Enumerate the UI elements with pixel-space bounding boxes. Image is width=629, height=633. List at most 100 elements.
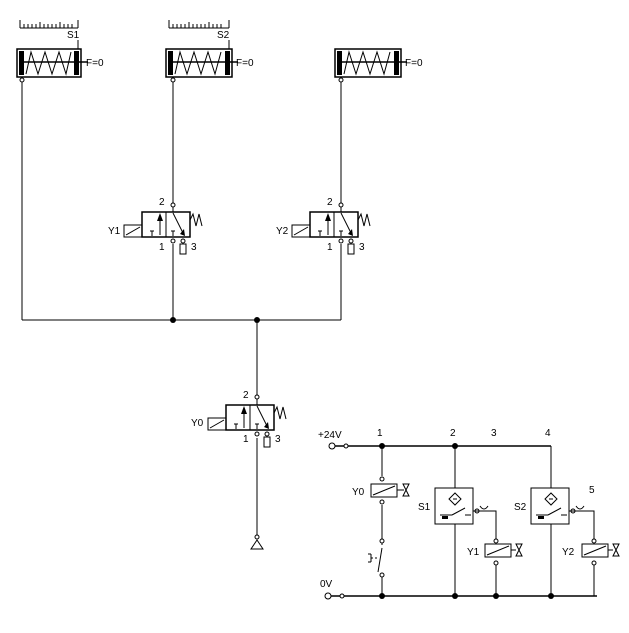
piston-left bbox=[337, 51, 342, 75]
proximity-sensor-icon bbox=[544, 492, 558, 506]
pneumatic-lines bbox=[21, 81, 342, 537]
valve-y0[interactable]: Y0 2 1 3 bbox=[191, 390, 287, 448]
port-connector[interactable] bbox=[343, 443, 349, 449]
port-connector[interactable] bbox=[338, 238, 344, 244]
port-connector[interactable] bbox=[254, 534, 260, 540]
cylinder-s2-label: S2 bbox=[217, 30, 230, 41]
cylinder-s1-label: S1 bbox=[67, 30, 80, 41]
spring-icon bbox=[174, 50, 222, 76]
coil-y2-label: Y2 bbox=[562, 547, 575, 558]
junction-dot bbox=[379, 593, 385, 599]
port-connector[interactable] bbox=[379, 538, 385, 544]
spring-icon bbox=[343, 50, 391, 76]
piston-right bbox=[74, 51, 79, 75]
junction-dot bbox=[452, 443, 458, 449]
port-connector[interactable] bbox=[338, 77, 344, 83]
port-connector[interactable] bbox=[170, 202, 176, 208]
cylinder-s1[interactable]: S1 F=0 bbox=[16, 20, 104, 78]
junction-dot bbox=[452, 593, 458, 599]
port-connector[interactable] bbox=[19, 77, 25, 83]
port-connector[interactable] bbox=[338, 202, 344, 208]
port-connector[interactable] bbox=[493, 538, 499, 544]
coil-y0-label: Y0 bbox=[352, 487, 365, 498]
port-connector[interactable] bbox=[591, 560, 597, 566]
ground-terminal[interactable] bbox=[324, 592, 332, 600]
port-connector[interactable] bbox=[379, 499, 385, 505]
air-supply-icon[interactable] bbox=[250, 539, 264, 550]
sensor-s2[interactable] bbox=[530, 487, 570, 525]
cylinder-3-force: F=0 bbox=[405, 58, 423, 69]
valve-y0-port-3: 3 bbox=[275, 434, 281, 445]
coil-y2[interactable] bbox=[581, 543, 620, 558]
valve-y2[interactable]: Y2 2 1 3 bbox=[276, 197, 371, 255]
port-connector[interactable] bbox=[254, 394, 260, 400]
valve-y1-label: Y1 bbox=[108, 226, 121, 237]
exhaust-silencer-icon bbox=[347, 243, 355, 255]
electrical-circuit: +24V 0V 1 2 3 4 5 Y0 bbox=[318, 428, 620, 600]
piston-left bbox=[19, 51, 24, 75]
port-connector[interactable] bbox=[170, 77, 176, 83]
junction-dot bbox=[170, 317, 176, 323]
cylinder-3[interactable]: F=0 bbox=[334, 48, 423, 78]
node-label-5: 5 bbox=[589, 485, 595, 496]
port-connector[interactable] bbox=[170, 238, 176, 244]
spring-icon bbox=[189, 212, 203, 227]
port-connector[interactable] bbox=[379, 572, 385, 578]
valve-y2-port-2: 2 bbox=[327, 197, 333, 208]
indicator-lamp-icon bbox=[612, 543, 620, 557]
coil-y0[interactable] bbox=[370, 483, 410, 498]
cylinder-s2[interactable]: S2 F=0 bbox=[165, 20, 254, 78]
coil-y1[interactable] bbox=[484, 543, 523, 558]
node-label-3: 3 bbox=[491, 428, 497, 439]
sensor-s2-label: S2 bbox=[514, 502, 527, 513]
spring-icon bbox=[273, 405, 287, 420]
port-connector[interactable] bbox=[264, 431, 270, 437]
indicator-lamp-icon bbox=[402, 483, 410, 497]
port-connector[interactable] bbox=[180, 238, 186, 244]
node-label-1: 1 bbox=[377, 428, 383, 439]
cylinder-barrel bbox=[165, 48, 233, 78]
coil-y1-label: Y1 bbox=[467, 547, 480, 558]
supply-terminal[interactable] bbox=[328, 442, 336, 450]
cylinder-barrel bbox=[334, 48, 402, 78]
port-connector[interactable] bbox=[591, 538, 597, 544]
piston-right bbox=[394, 51, 399, 75]
valve-y1-port-2: 2 bbox=[159, 197, 165, 208]
port-connector[interactable] bbox=[379, 476, 385, 482]
exhaust-silencer-icon bbox=[263, 436, 271, 448]
proximity-sensor-icon bbox=[448, 492, 462, 506]
valve-y0-port-2: 2 bbox=[243, 390, 249, 401]
spring-icon bbox=[357, 212, 371, 227]
indicator-lamp-icon bbox=[515, 543, 523, 557]
junction-dot bbox=[254, 317, 260, 323]
valve-y1-port-1: 1 bbox=[159, 242, 165, 253]
junction-dot bbox=[379, 443, 385, 449]
valve-y2-label: Y2 bbox=[276, 226, 289, 237]
node-label-4: 4 bbox=[545, 428, 551, 439]
node-label-2: 2 bbox=[450, 428, 456, 439]
valve-y0-label: Y0 bbox=[191, 418, 204, 429]
junction-dot bbox=[493, 593, 499, 599]
spring-icon bbox=[25, 50, 72, 76]
position-scale bbox=[168, 20, 230, 29]
cylinder-s1-force: F=0 bbox=[86, 58, 104, 69]
piston-left bbox=[168, 51, 173, 75]
valve-y2-port-3: 3 bbox=[359, 242, 365, 253]
port-connector[interactable] bbox=[254, 431, 260, 437]
valve-y2-port-1: 1 bbox=[327, 242, 333, 253]
port-connector[interactable] bbox=[339, 593, 345, 599]
valve-y1[interactable]: Y1 2 1 3 bbox=[108, 197, 203, 255]
junction-dot bbox=[548, 593, 554, 599]
position-scale bbox=[19, 20, 79, 29]
pushbutton-switch[interactable] bbox=[368, 547, 383, 573]
sensor-s1[interactable] bbox=[434, 487, 474, 525]
supply-label: +24V bbox=[318, 430, 342, 441]
port-connector[interactable] bbox=[348, 238, 354, 244]
piston-right bbox=[225, 51, 230, 75]
sensor-s1-label: S1 bbox=[418, 502, 431, 513]
ground-label: 0V bbox=[320, 579, 333, 590]
port-connector[interactable] bbox=[493, 560, 499, 566]
cylinder-s2-force: F=0 bbox=[236, 58, 254, 69]
valve-y1-port-3: 3 bbox=[191, 242, 197, 253]
